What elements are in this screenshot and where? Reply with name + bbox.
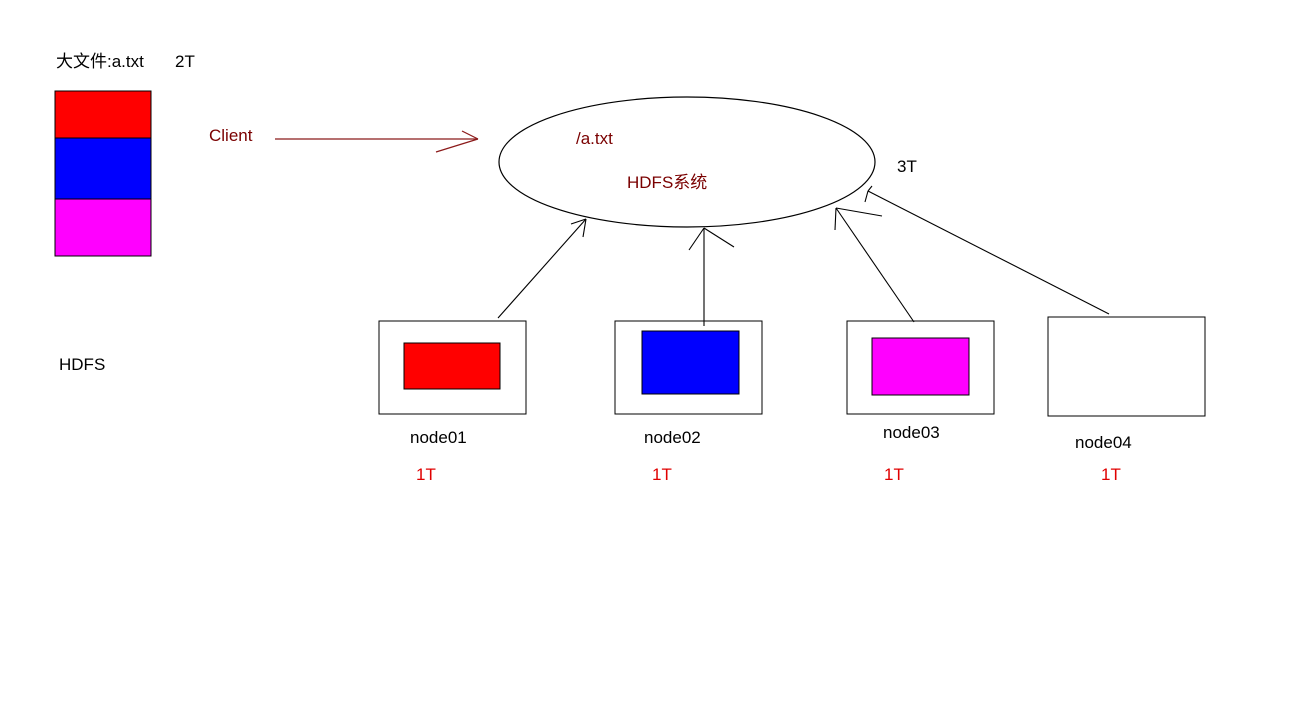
client-label: Client xyxy=(209,126,253,145)
node01-name: node01 xyxy=(410,428,467,447)
node01-block xyxy=(403,342,501,390)
hdfs-capacity: 3T xyxy=(897,157,917,176)
node04-capacity: 1T xyxy=(1101,465,1121,484)
node-arrows xyxy=(497,185,1110,326)
node01-box xyxy=(378,320,527,415)
file-size: 2T xyxy=(175,52,195,71)
node04-arrow xyxy=(864,185,1110,315)
node03-block xyxy=(871,337,970,396)
hdfs-system-ellipse xyxy=(498,96,876,228)
hdfs-path-label: /a.txt xyxy=(576,129,613,148)
node02-box xyxy=(614,320,763,415)
node03-box xyxy=(846,320,995,415)
node02-block xyxy=(641,330,740,395)
node03-name: node03 xyxy=(883,423,940,442)
node03-arrow xyxy=(834,207,915,323)
node04-box xyxy=(1047,316,1206,417)
file-block-blue xyxy=(54,137,152,200)
file-block-magenta xyxy=(54,198,152,257)
node04-name: node04 xyxy=(1075,433,1132,452)
hdfs-label: HDFS xyxy=(59,355,106,374)
hdfs-system-label: HDFS系统 xyxy=(627,173,708,192)
node03-capacity: 1T xyxy=(884,465,904,484)
client-arrow xyxy=(275,130,479,153)
node02-name: node02 xyxy=(644,428,701,447)
node02-arrow xyxy=(688,227,735,326)
file-block-red xyxy=(54,90,152,139)
node02-capacity: 1T xyxy=(652,465,672,484)
node01-capacity: 1T xyxy=(416,465,436,484)
file-title: 大文件:a.txt xyxy=(56,52,144,71)
node01-arrow xyxy=(497,218,587,319)
